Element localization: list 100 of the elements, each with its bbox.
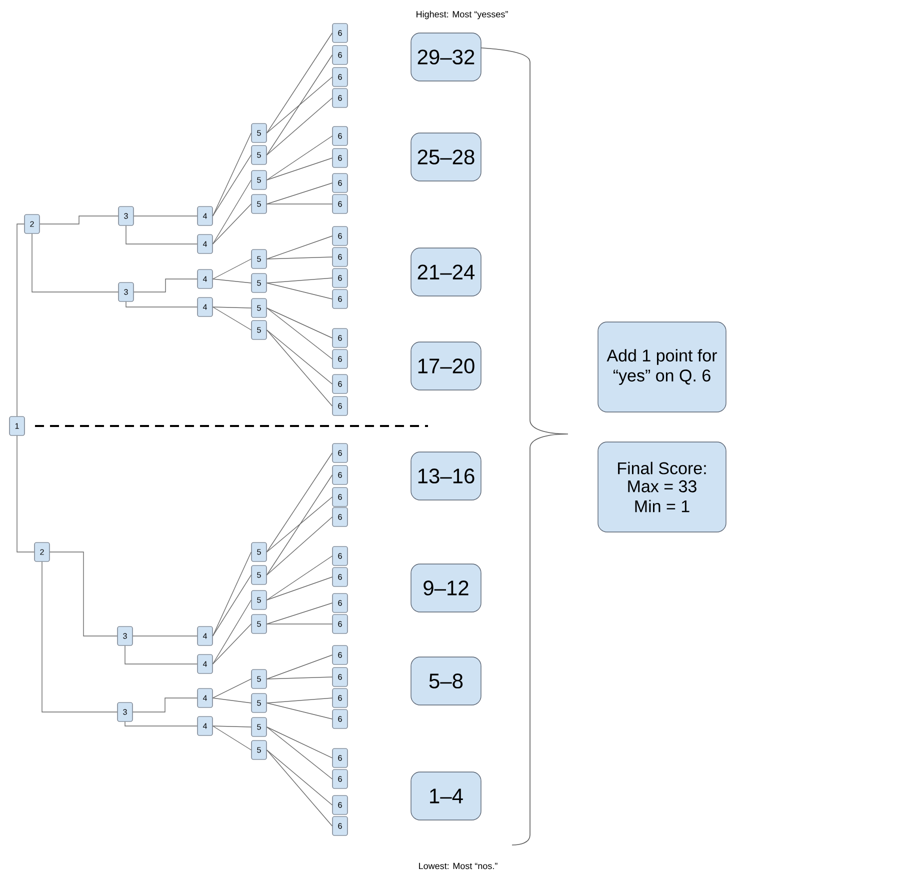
connector-line: [266, 602, 333, 624]
question-box: 5: [251, 542, 267, 562]
score-range-box: 9–12: [410, 564, 482, 612]
question-box: 3: [118, 282, 134, 302]
question-box: 5: [251, 123, 267, 143]
connector-line: [212, 306, 252, 330]
connector-line: [266, 474, 333, 576]
connector-line: [212, 624, 252, 664]
connector-line: [212, 132, 252, 216]
connector-line: [124, 721, 198, 726]
question-box: 3: [117, 702, 133, 722]
question-box: 6: [332, 567, 348, 587]
connector-line: [16, 224, 25, 417]
score-range-box: 25–28: [410, 132, 482, 182]
question-box: 5: [251, 273, 267, 293]
connector-line: [266, 654, 333, 680]
question-box: 4: [197, 206, 213, 226]
connector-line: [266, 308, 333, 338]
question-box: 6: [332, 194, 348, 214]
connector-line: [266, 236, 333, 260]
connector-line: [16, 435, 35, 552]
score-range-box: 17–20: [410, 342, 482, 390]
connector-line: [132, 698, 198, 712]
question-box: 5: [251, 717, 267, 737]
question-box: 6: [332, 443, 348, 463]
question-box: 5: [251, 565, 267, 585]
question-box: 1: [9, 416, 25, 436]
connector-line: [266, 750, 333, 826]
connector-line: [266, 750, 333, 806]
connector-line: [212, 726, 252, 750]
question-box: 6: [332, 688, 348, 708]
connector-line: [266, 54, 333, 156]
question-box: 3: [117, 626, 133, 646]
connector-line: [212, 574, 252, 636]
connector-line: [212, 306, 252, 308]
question-box: 6: [332, 769, 348, 789]
connector-line: [49, 552, 118, 636]
question-box: 6: [332, 173, 348, 193]
question-box: 6: [332, 614, 348, 634]
note-box: Add 1 point for “yes” on Q. 6: [598, 322, 726, 412]
question-box: 5: [251, 145, 267, 165]
question-box: 5: [251, 194, 267, 214]
question-box: 6: [332, 593, 348, 613]
question-box: 6: [332, 126, 348, 146]
connector-line: [39, 216, 119, 224]
connector-line: [266, 676, 333, 680]
connector-line: [266, 32, 333, 134]
question-box: 6: [332, 396, 348, 416]
connector-line: [266, 452, 333, 552]
connector-line: [212, 204, 252, 244]
connector-line: [32, 233, 119, 292]
connector-line: [266, 726, 333, 780]
connector-line: [133, 278, 198, 292]
connector-line: [126, 301, 198, 308]
question-box: 6: [332, 23, 348, 43]
connector-line: [212, 552, 252, 636]
question-box: 2: [34, 542, 50, 562]
end-label: Lowest: Most “nos.”: [419, 862, 498, 870]
connector-line: [266, 556, 333, 600]
connector-line: [266, 330, 333, 384]
question-box: 3: [118, 206, 134, 226]
connector-line: [266, 726, 333, 758]
connector-line: [212, 258, 252, 280]
question-box: 6: [332, 645, 348, 665]
question-box: 6: [332, 795, 348, 815]
question-box: 6: [332, 148, 348, 168]
connector-line: [126, 225, 198, 244]
connector-line: [266, 698, 333, 704]
connector-line: [212, 278, 252, 284]
connector-line: [266, 330, 333, 406]
question-box: 6: [332, 667, 348, 687]
question-box: 4: [197, 626, 213, 646]
connector-line: [266, 256, 333, 260]
connector-line: [266, 278, 333, 284]
question-box: 4: [197, 297, 213, 317]
connector-line: [266, 136, 333, 180]
connector-line: [212, 698, 252, 704]
question-box: 5: [251, 170, 267, 190]
question-box: 6: [332, 88, 348, 108]
score-range-box: 29–32: [410, 32, 482, 82]
question-box: 5: [251, 320, 267, 340]
question-box: 6: [332, 226, 348, 246]
connector-line: [212, 726, 252, 728]
question-box: 5: [251, 740, 267, 760]
score-range-box: 1–4: [410, 772, 482, 820]
question-box: 6: [332, 816, 348, 836]
connector-line: [212, 180, 252, 244]
question-box: 6: [332, 45, 348, 65]
question-box: 4: [197, 269, 213, 289]
question-box: 6: [332, 374, 348, 394]
question-box: 6: [332, 748, 348, 768]
question-box: 6: [332, 507, 348, 527]
question-box: 5: [251, 249, 267, 269]
connector-line: [266, 182, 333, 204]
question-box: 5: [251, 693, 267, 713]
connector-line: [266, 308, 333, 360]
connector-line: [124, 645, 198, 664]
question-box: 6: [332, 349, 348, 369]
question-box: 6: [332, 487, 348, 507]
question-box: 6: [332, 268, 348, 288]
